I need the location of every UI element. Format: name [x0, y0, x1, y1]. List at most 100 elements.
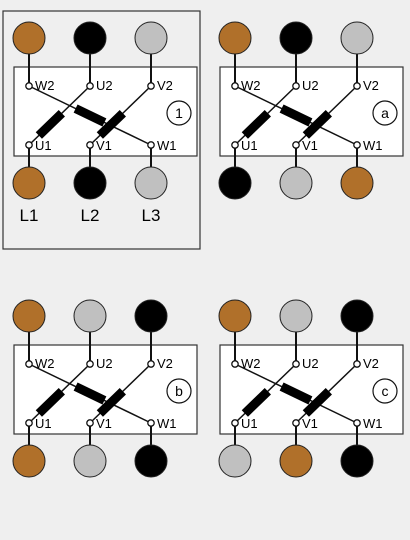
- supply-label-l1: L1: [20, 206, 39, 225]
- terminal-u2: [86, 82, 94, 90]
- terminal-u1: [25, 419, 33, 427]
- terminal-label-u2: U2: [96, 356, 113, 371]
- supply-label-l3: L3: [142, 206, 161, 225]
- top-phase-brown: [218, 21, 252, 55]
- winding-u-coil: [241, 387, 271, 417]
- terminal-label-w2: W2: [241, 78, 261, 93]
- panel-badge-label: c: [382, 383, 389, 399]
- panel-badge-label: b: [175, 383, 183, 399]
- terminal-w1: [147, 419, 155, 427]
- terminal-v2: [353, 82, 361, 90]
- terminal-label-v1: V1: [302, 416, 318, 431]
- terminal-v1: [292, 419, 300, 427]
- top-phase-grey: [279, 299, 313, 333]
- winding-v-coil: [302, 109, 332, 139]
- terminal-v2: [353, 360, 361, 368]
- top-phase-brown: [12, 21, 46, 55]
- bottom-phase-black: [218, 166, 252, 200]
- terminal-label-w2: W2: [35, 78, 55, 93]
- bottom-phase-brown: [12, 166, 46, 200]
- winding-u-coil: [241, 109, 271, 139]
- panel-badge: [372, 100, 398, 126]
- bottom-phase-grey: [134, 166, 168, 200]
- terminal-v1: [86, 419, 94, 427]
- terminal-label-v2: V2: [363, 78, 379, 93]
- terminal-label-w1: W1: [157, 416, 177, 431]
- winding-v-coil: [96, 109, 126, 139]
- bottom-phase-grey: [279, 166, 313, 200]
- terminal-w1: [353, 419, 361, 427]
- terminal-u2: [292, 82, 300, 90]
- top-phase-black: [340, 299, 374, 333]
- terminal-label-w2: W2: [35, 356, 55, 371]
- terminal-u2: [86, 360, 94, 368]
- panel-badge-label: a: [381, 105, 389, 121]
- winding-v-coil: [302, 387, 332, 417]
- terminal-w2: [25, 82, 33, 90]
- winding-u-coil: [35, 109, 65, 139]
- terminal-label-v1: V1: [302, 138, 318, 153]
- terminal-label-u2: U2: [302, 78, 319, 93]
- terminal-v1: [292, 141, 300, 149]
- terminal-label-u1: U1: [35, 416, 52, 431]
- terminal-label-w1: W1: [157, 138, 177, 153]
- terminal-u1: [231, 141, 239, 149]
- terminal-label-u2: U2: [96, 78, 113, 93]
- winding-w-coil: [73, 104, 107, 127]
- bottom-phase-brown: [12, 444, 46, 478]
- winding-u-coil: [35, 387, 65, 417]
- bottom-phase-grey: [218, 444, 252, 478]
- terminal-u1: [231, 419, 239, 427]
- terminal-w2: [231, 82, 239, 90]
- terminal-v2: [147, 360, 155, 368]
- terminal-v1: [86, 141, 94, 149]
- top-phase-brown: [218, 299, 252, 333]
- terminal-label-w1: W1: [363, 138, 383, 153]
- terminal-w1: [147, 141, 155, 149]
- terminal-label-w1: W1: [363, 416, 383, 431]
- panel-badge: [372, 378, 398, 404]
- top-phase-brown: [12, 299, 46, 333]
- terminal-label-u1: U1: [35, 138, 52, 153]
- top-phase-grey: [340, 21, 374, 55]
- terminal-label-w2: W2: [241, 356, 261, 371]
- terminal-label-u1: U1: [241, 416, 258, 431]
- bottom-phase-black: [73, 166, 107, 200]
- terminal-label-u1: U1: [241, 138, 258, 153]
- terminal-label-v2: V2: [157, 356, 173, 371]
- terminal-v2: [147, 82, 155, 90]
- top-phase-black: [279, 21, 313, 55]
- top-phase-black: [73, 21, 107, 55]
- terminal-u1: [25, 141, 33, 149]
- winding-w-coil: [279, 104, 313, 127]
- winding-v-coil: [96, 387, 126, 417]
- bottom-phase-black: [134, 444, 168, 478]
- terminal-w2: [25, 360, 33, 368]
- panel-frame: [2, 10, 201, 250]
- terminal-label-v1: V1: [96, 138, 112, 153]
- terminal-u2: [292, 360, 300, 368]
- terminal-w1: [353, 141, 361, 149]
- panel-badge-label: 1: [175, 105, 183, 121]
- supply-label-l2: L2: [81, 206, 100, 225]
- top-phase-grey: [134, 21, 168, 55]
- terminal-w2: [231, 360, 239, 368]
- terminal-label-u2: U2: [302, 356, 319, 371]
- top-phase-black: [134, 299, 168, 333]
- top-phase-grey: [73, 299, 107, 333]
- terminal-label-v2: V2: [157, 78, 173, 93]
- winding-w-coil: [279, 382, 313, 405]
- panel-badge: [166, 378, 192, 404]
- bottom-phase-brown: [279, 444, 313, 478]
- bottom-phase-grey: [73, 444, 107, 478]
- winding-w-coil: [73, 382, 107, 405]
- bottom-phase-brown: [340, 166, 374, 200]
- bottom-phase-black: [340, 444, 374, 478]
- terminal-label-v1: V1: [96, 416, 112, 431]
- terminal-label-v2: V2: [363, 356, 379, 371]
